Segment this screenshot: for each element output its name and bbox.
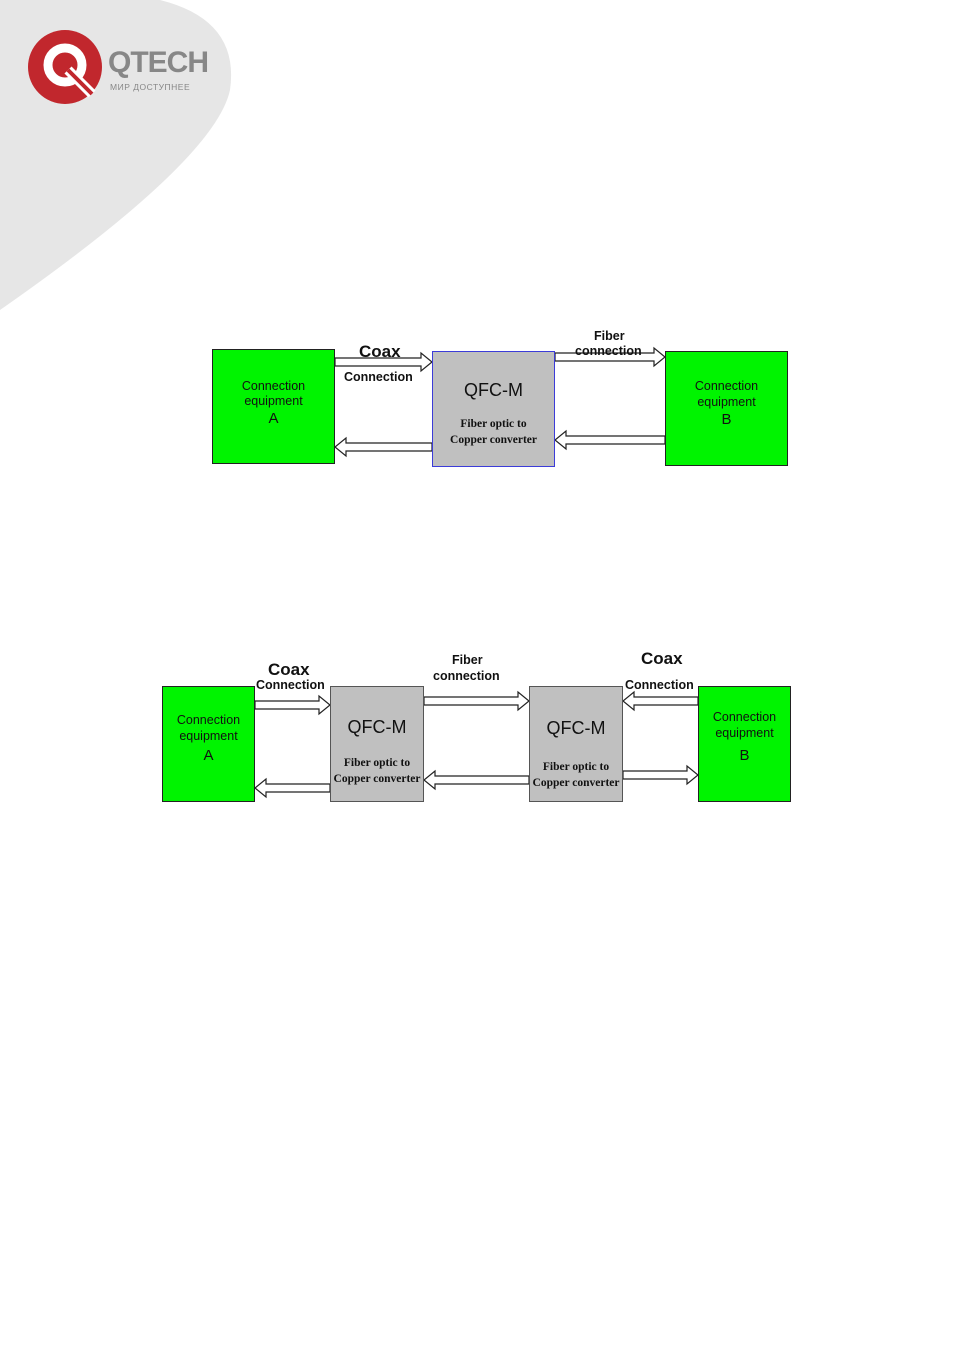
equipment-a-letter: A (268, 410, 279, 427)
qfc-m-converter-box: QFC-M Fiber optic to Copper converter (432, 351, 555, 467)
brand-tagline: МИР ДОСТУПНЕЕ (110, 82, 191, 92)
right-coax-label: Coax (641, 649, 683, 668)
equipment-a-box-2: Connection equipment A (162, 686, 255, 802)
left-connection-label: Connection (256, 678, 325, 692)
right-connection-label: Connection (625, 678, 694, 692)
equipment-b-letter: B (721, 411, 732, 428)
converter-title: QFC-M (464, 380, 523, 400)
converter-right-desc-line2: Copper converter (532, 777, 620, 789)
converter-desc-line1: Fiber optic to (460, 418, 527, 430)
qfc-m-converter-right-box: QFC-M Fiber optic to Copper converter (529, 686, 623, 802)
left-coax-label: Coax (268, 660, 310, 679)
arrow-fiber-converter2-to-converter1 (423, 769, 530, 791)
equipment-a-label-line2-2: equipment (179, 729, 238, 743)
equipment-b-label-line1-2: Connection (712, 710, 777, 724)
brand-name: QTECH (108, 46, 209, 79)
equipment-b-label-line2-2: equipment (715, 726, 774, 740)
equipment-b-letter-2: B (739, 747, 750, 764)
equipment-b-box-2: Connection equipment B (698, 686, 791, 802)
coax-label: Coax (359, 342, 401, 361)
arrow-fiber-converter-to-b (554, 346, 666, 368)
equipment-a-label-line1-2: Connection (176, 713, 241, 727)
arrow-fiber-b-to-converter (554, 429, 666, 451)
arrow-coax-a-to-converter (334, 351, 433, 373)
converter-left-desc-line2: Copper converter (333, 773, 421, 785)
equipment-b-label-line1: Connection (694, 379, 759, 393)
arrow-coax-b-to-converter2 (622, 690, 699, 712)
equipment-a-letter-2: A (203, 747, 214, 764)
arrow-coax-converter-to-a (334, 436, 433, 458)
equipment-b-box: Connection equipment B (665, 351, 788, 466)
converter-right-title: QFC-M (546, 718, 606, 738)
converter-left-title: QFC-M (347, 717, 407, 737)
converter-desc-line2: Copper converter (450, 434, 537, 446)
equipment-a-box: Connection equipment A (212, 349, 335, 464)
qtech-logo (28, 30, 228, 105)
qfc-m-converter-left-box: QFC-M Fiber optic to Copper converter (330, 686, 424, 802)
arrow-coax-converter1-to-a (254, 777, 331, 799)
converter-left-desc-line1: Fiber optic to (343, 757, 411, 769)
fiber-label-line2-2: connection (433, 669, 500, 683)
arrow-coax-a-to-converter1 (254, 694, 331, 716)
arrow-coax-converter2-to-b (622, 764, 699, 786)
fiber-label-line1: Fiber (594, 329, 625, 343)
coax-connection-label: Connection (344, 370, 413, 384)
equipment-a-label-line2: equipment (244, 394, 303, 408)
converter-right-desc-line1: Fiber optic to (542, 761, 610, 773)
equipment-b-label-line2: equipment (697, 395, 756, 409)
qtech-logo-icon (28, 30, 102, 104)
arrow-fiber-converter1-to-converter2 (423, 690, 530, 712)
equipment-a-label-line1: Connection (241, 379, 306, 393)
fiber-label-line1-2: Fiber (452, 653, 483, 667)
fiber-label-line2: connection (575, 344, 642, 358)
